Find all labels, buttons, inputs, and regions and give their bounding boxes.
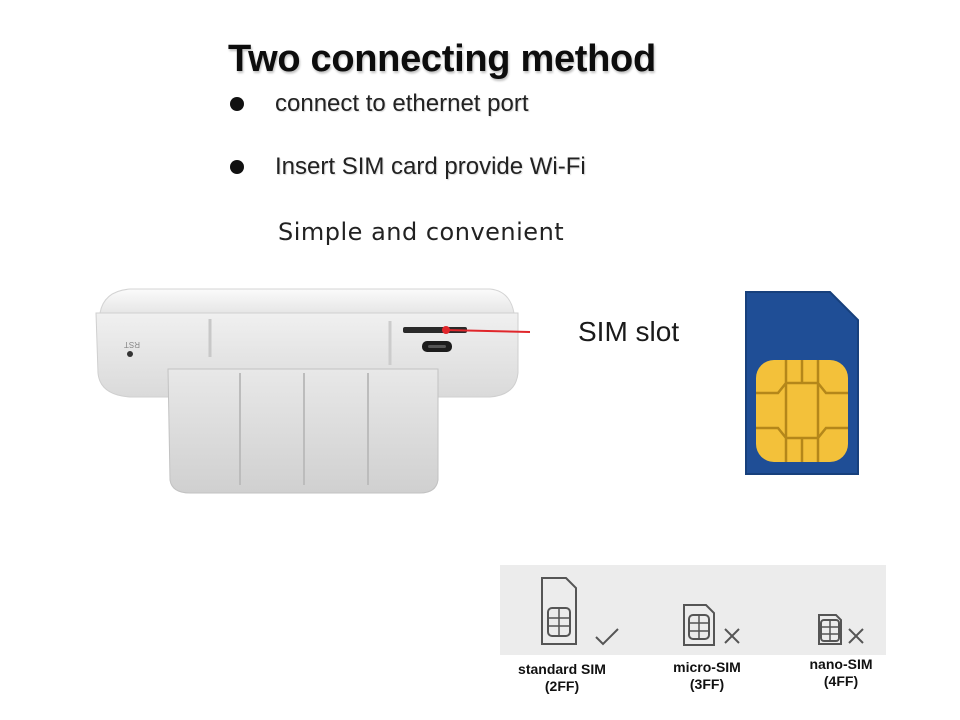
standard-sim-icon (541, 577, 577, 645)
sim-type-micro: micro-SIM (3FF) (662, 659, 752, 693)
page-title: Two connecting method (228, 38, 656, 80)
micro-sim-icon (683, 604, 715, 646)
sim-type-standard: standard SIM (2FF) (506, 661, 618, 695)
check-icon (595, 628, 619, 646)
sim-card-image (745, 291, 859, 475)
sim-type-name: micro-SIM (673, 659, 741, 675)
tagline: Simple and convenient (278, 218, 565, 246)
cross-icon (848, 628, 864, 644)
sim-type-nano: nano-SIM (4FF) (796, 656, 886, 690)
nano-sim-icon (818, 614, 842, 645)
reset-label: RST (124, 340, 140, 349)
bullet-dot-icon (230, 97, 244, 111)
sim-type-name: nano-SIM (809, 656, 873, 672)
sim-type-code: (2FF) (544, 678, 580, 694)
bullet-text: connect to ethernet port (275, 90, 529, 117)
sim-type-code: (4FF) (823, 673, 859, 689)
sim-type-name: standard SIM (518, 661, 606, 677)
cross-icon (724, 628, 740, 644)
sim-type-code: (3FF) (689, 676, 725, 692)
router-device-image (95, 288, 530, 494)
bullet-text: Insert SIM card provide Wi-Fi (275, 153, 586, 180)
sim-slot-label: SIM slot (578, 316, 680, 347)
bullet-dot-icon (230, 160, 244, 174)
